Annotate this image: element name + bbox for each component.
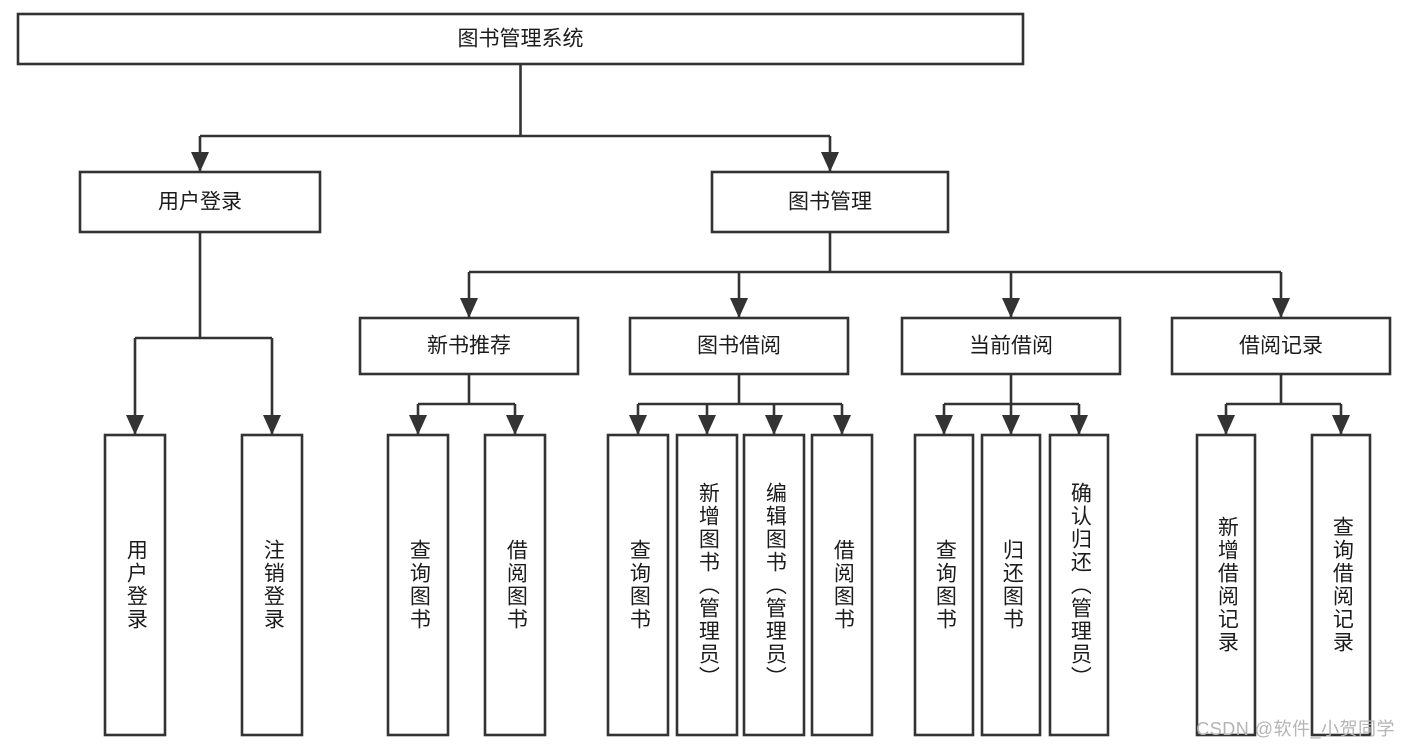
arrow-head-icon (1070, 415, 1088, 435)
node-label-borrow-record: 借阅记录 (1239, 335, 1323, 358)
node-label-new-book-rec: 新书推荐 (427, 335, 511, 358)
node-label-book-borrow: 图书借阅 (697, 335, 781, 358)
node-box-leaf-query-book-borrow[interactable] (606, 433, 670, 737)
node-label-book-manage: 图书管理 (788, 191, 872, 214)
node-label-root: 图书管理系统 (458, 28, 584, 51)
node-box-root[interactable] (16, 12, 1025, 66)
arrow-head-icon (833, 415, 851, 435)
node-box-leaf-borrow-book[interactable] (810, 433, 874, 737)
node-box-leaf-query-record[interactable] (1310, 433, 1372, 737)
arrow-head-icon (935, 415, 953, 435)
arrow-head-icon (1002, 298, 1020, 318)
node-box-user-login[interactable] (78, 170, 322, 234)
node-box-leaf-logout[interactable] (240, 433, 304, 737)
arrow-head-icon (409, 415, 427, 435)
arrow-head-icon (629, 415, 647, 435)
node-box-leaf-add-book[interactable] (675, 433, 739, 737)
watermark-text: CSDN @软件_小贺同学 (1196, 719, 1395, 739)
node-box-leaf-borrow-book-rec[interactable] (483, 433, 547, 737)
node-boxes (16, 12, 1392, 737)
arrow-head-icon (191, 152, 209, 172)
arrow-head-icon (730, 298, 748, 318)
connector-lines (126, 64, 1350, 435)
arrow-head-icon (263, 415, 281, 435)
arrow-head-icon (126, 415, 144, 435)
node-box-book-manage[interactable] (710, 170, 950, 234)
node-box-leaf-return-book[interactable] (980, 433, 1042, 737)
arrow-head-icon (1332, 415, 1350, 435)
node-box-leaf-query-book-cur[interactable] (913, 433, 975, 737)
arrow-head-icon (821, 152, 839, 172)
node-box-leaf-confirm-return[interactable] (1048, 433, 1110, 737)
node-box-new-book-rec[interactable] (358, 316, 580, 376)
arrow-head-icon (506, 415, 524, 435)
arrow-head-icon (1272, 298, 1290, 318)
node-label-user-login: 用户登录 (158, 191, 242, 214)
node-box-book-borrow[interactable] (628, 316, 850, 376)
node-label-current-borrow: 当前借阅 (969, 335, 1053, 358)
arrow-head-icon (460, 298, 478, 318)
node-box-borrow-record[interactable] (1170, 316, 1392, 376)
node-box-leaf-edit-book[interactable] (742, 433, 806, 737)
node-box-leaf-user-login[interactable] (103, 433, 167, 737)
arrow-head-icon (765, 415, 783, 435)
node-box-leaf-add-record[interactable] (1195, 433, 1257, 737)
arrow-head-icon (698, 415, 716, 435)
node-box-current-borrow[interactable] (900, 316, 1122, 376)
arrow-head-icon (1217, 415, 1235, 435)
arrow-head-icon (1002, 415, 1020, 435)
node-box-leaf-query-book-rec[interactable] (386, 433, 450, 737)
